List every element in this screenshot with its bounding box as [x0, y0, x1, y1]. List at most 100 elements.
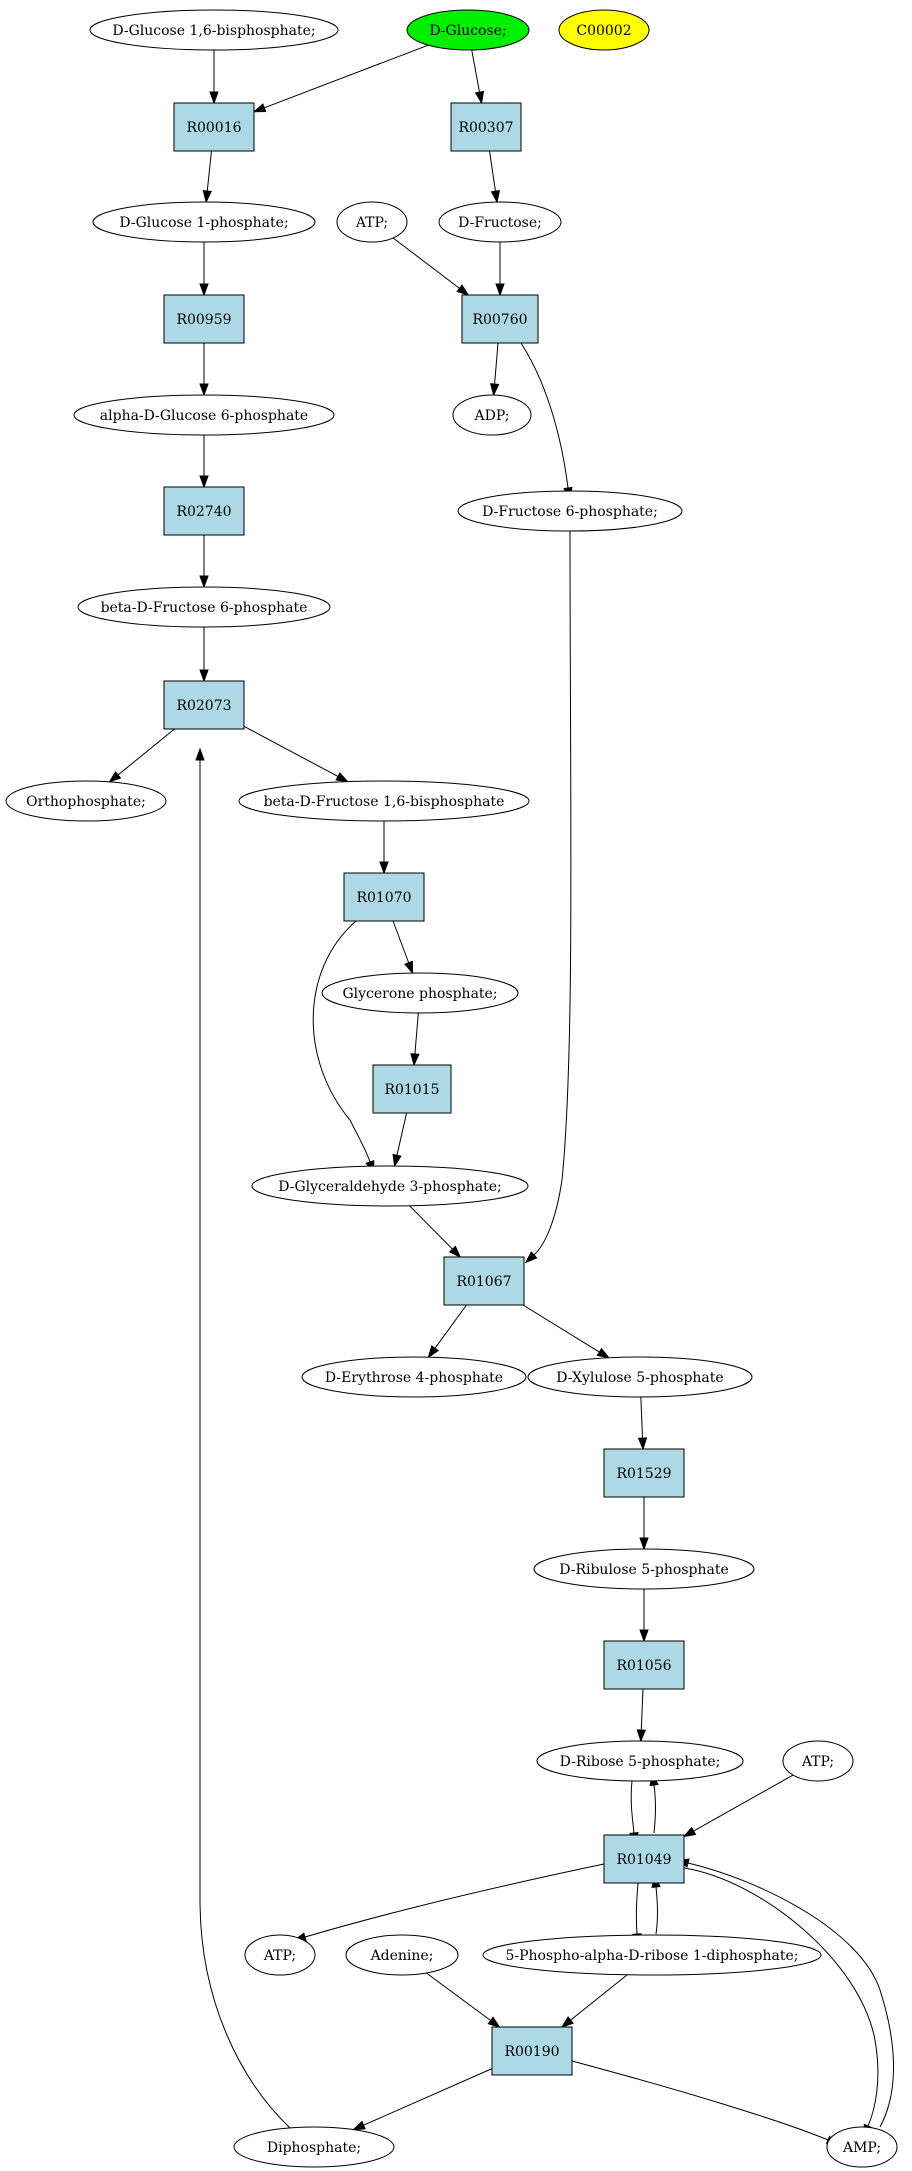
- reaction-node-r02740[interactable]: R02740: [163, 486, 245, 536]
- compound-node-n_dfructose[interactable]: D-Fructose;: [438, 201, 562, 243]
- arrowhead: [682, 1826, 697, 1838]
- compound-node-n_amp[interactable]: AMP;: [826, 2126, 898, 2168]
- compound-node-n_r5p[interactable]: D-Ribose 5-phosphate;: [536, 1740, 744, 1782]
- reaction-box: [491, 2026, 573, 2076]
- arrowhead: [490, 189, 501, 204]
- edge-line: [683, 1867, 879, 2127]
- node-label: R02740: [176, 504, 231, 520]
- edge-r00190-to-n_amp: [571, 2060, 840, 2145]
- compound-node-n_bfru16bp[interactable]: beta-D-Fructose 1,6-bisphosphate: [238, 780, 530, 822]
- node-label: R01529: [616, 1466, 671, 1482]
- edge-line: [687, 1862, 895, 2128]
- compound-node-n_ppi[interactable]: Diphosphate;: [233, 2126, 395, 2168]
- compound-node-n_ru5p[interactable]: D-Ribulose 5-phosphate: [533, 1548, 755, 1590]
- arrowhead: [108, 770, 122, 783]
- node-label: D-Glucose;: [429, 23, 506, 39]
- edge-line: [199, 760, 291, 2129]
- arrowhead: [474, 90, 485, 105]
- node-label: C00002: [576, 23, 631, 39]
- edge-line: [571, 2060, 829, 2141]
- arrowhead: [199, 383, 209, 397]
- node-label: D-Xylulose 5-phosphate: [556, 1370, 723, 1386]
- reaction-node-r00959[interactable]: R00959: [163, 294, 245, 344]
- compound-node-n_adp[interactable]: ADP;: [452, 394, 532, 436]
- node-label: R01070: [356, 890, 411, 906]
- reaction-node-r01067[interactable]: R01067: [443, 1256, 525, 1306]
- nodes-layer: D-Glucose 1,6-bisphosphate; D-Glucose; C00…: [5, 9, 898, 2168]
- arrowhead: [209, 91, 219, 105]
- edge-n_gap-to-r01067: [409, 1205, 462, 1259]
- node-label: D-Glyceraldehyde 3-phosphate;: [278, 1179, 501, 1195]
- compound-node-n_adenine[interactable]: Adenine;: [345, 1934, 459, 1976]
- node-label: D-Ribulose 5-phosphate: [559, 1562, 729, 1578]
- edge-r00016-to-n_glc1p: [202, 150, 212, 204]
- node-label: Glycerone phosphate;: [342, 986, 497, 1002]
- compound-ellipse: [233, 2126, 395, 2168]
- edge-r01049-to-n_atp3: [293, 1863, 605, 1942]
- node-label: Adenine;: [370, 1948, 434, 1964]
- reaction-box: [603, 1448, 685, 1498]
- compound-node-n_c00002[interactable]: C00002: [558, 9, 650, 51]
- compound-ellipse: [92, 201, 316, 243]
- edge-r02073-to-n_bfru16bp: [243, 725, 349, 783]
- compound-node-n_atp3[interactable]: ATP;: [244, 1934, 316, 1976]
- reaction-node-r01056[interactable]: R01056: [603, 1640, 685, 1690]
- reaction-node-r00190[interactable]: R00190: [491, 2026, 573, 2076]
- reaction-box: [173, 102, 255, 152]
- compound-node-n_atp2[interactable]: ATP;: [782, 1740, 854, 1782]
- edge-line: [489, 150, 496, 192]
- arrowhead: [404, 960, 414, 975]
- node-label: R00760: [472, 312, 527, 328]
- compound-node-n_gap[interactable]: D-Glyceraldehyde 3-phosphate;: [251, 1165, 529, 1207]
- edge-line: [630, 1780, 635, 1834]
- reaction-node-r00016[interactable]: R00016: [173, 102, 255, 152]
- compound-ellipse: [527, 1356, 753, 1398]
- compound-node-n_atp1[interactable]: ATP;: [336, 201, 408, 243]
- node-label: ATP;: [263, 1948, 296, 1964]
- compound-ellipse: [782, 1740, 854, 1782]
- edge-r01049-to-n_amp: [683, 1867, 879, 2138]
- compound-ellipse: [251, 1165, 529, 1207]
- edge-r01070-to-n_dhap: [392, 920, 414, 975]
- compound-ellipse: [826, 2126, 898, 2168]
- compound-node-n_xu5p[interactable]: D-Xylulose 5-phosphate: [527, 1356, 753, 1398]
- edge-n_atp2-to-r01049: [682, 1774, 794, 1838]
- compound-ellipse: [533, 1548, 755, 1590]
- edge-n_ru5p-to-r01056: [639, 1589, 649, 1643]
- reaction-node-r01049[interactable]: R01049: [603, 1834, 685, 1884]
- edge-line: [304, 1863, 605, 1938]
- reaction-node-r00760[interactable]: R00760: [461, 294, 539, 344]
- node-label: D-Glucose 1-phosphate;: [119, 215, 288, 231]
- edge-line: [117, 728, 175, 776]
- compound-node-n_dglucose[interactable]: D-Glucose;: [406, 9, 530, 51]
- compound-node-n_glc1p[interactable]: D-Glucose 1-phosphate;: [92, 201, 316, 243]
- compound-node-n_bfru6p[interactable]: beta-D-Fructose 6-phosphate: [77, 586, 331, 628]
- edge-n_r5p-to-r01049: [629, 1780, 639, 1846]
- edge-r00760-to-n_adp: [489, 342, 500, 397]
- reaction-box: [372, 1064, 452, 1114]
- compound-node-n_pi[interactable]: Orthophosphate;: [5, 780, 167, 822]
- compound-ellipse: [238, 780, 530, 822]
- node-label: ATP;: [801, 1754, 834, 1770]
- node-label: 5-Phospho-alpha-D-ribose 1-diphosphate;: [505, 1948, 798, 1964]
- arrowhead: [379, 861, 389, 875]
- edge-r01067-to-n_e4p: [427, 1304, 467, 1359]
- compound-node-n_glc16bp[interactable]: D-Glucose 1,6-bisphosphate;: [89, 9, 339, 51]
- compound-ellipse: [482, 1934, 822, 1976]
- compound-node-n_fru6p[interactable]: D-Fructose 6-phosphate;: [457, 490, 683, 532]
- edge-line: [640, 1396, 644, 1439]
- node-label: D-Fructose 6-phosphate;: [482, 504, 658, 520]
- reaction-node-r01015[interactable]: R01015: [372, 1064, 452, 1114]
- arrowhead: [637, 1437, 648, 1451]
- reaction-node-r01529[interactable]: R01529: [603, 1448, 685, 1498]
- edge-line: [520, 342, 569, 489]
- reaction-node-r01070[interactable]: R01070: [343, 872, 425, 922]
- edge-line: [426, 1972, 491, 2021]
- compound-node-n_dhap[interactable]: Glycerone phosphate;: [321, 972, 519, 1014]
- reaction-node-r00307[interactable]: R00307: [450, 102, 522, 152]
- compound-node-n_prpp[interactable]: 5-Phospho-alpha-D-ribose 1-diphosphate;: [482, 1934, 822, 1976]
- compound-node-n_aglc6p[interactable]: alpha-D-Glucose 6-phosphate: [73, 394, 335, 436]
- reaction-node-r02073[interactable]: R02073: [163, 680, 245, 730]
- compound-node-n_e4p[interactable]: D-Erythrose 4-phosphate: [301, 1356, 527, 1398]
